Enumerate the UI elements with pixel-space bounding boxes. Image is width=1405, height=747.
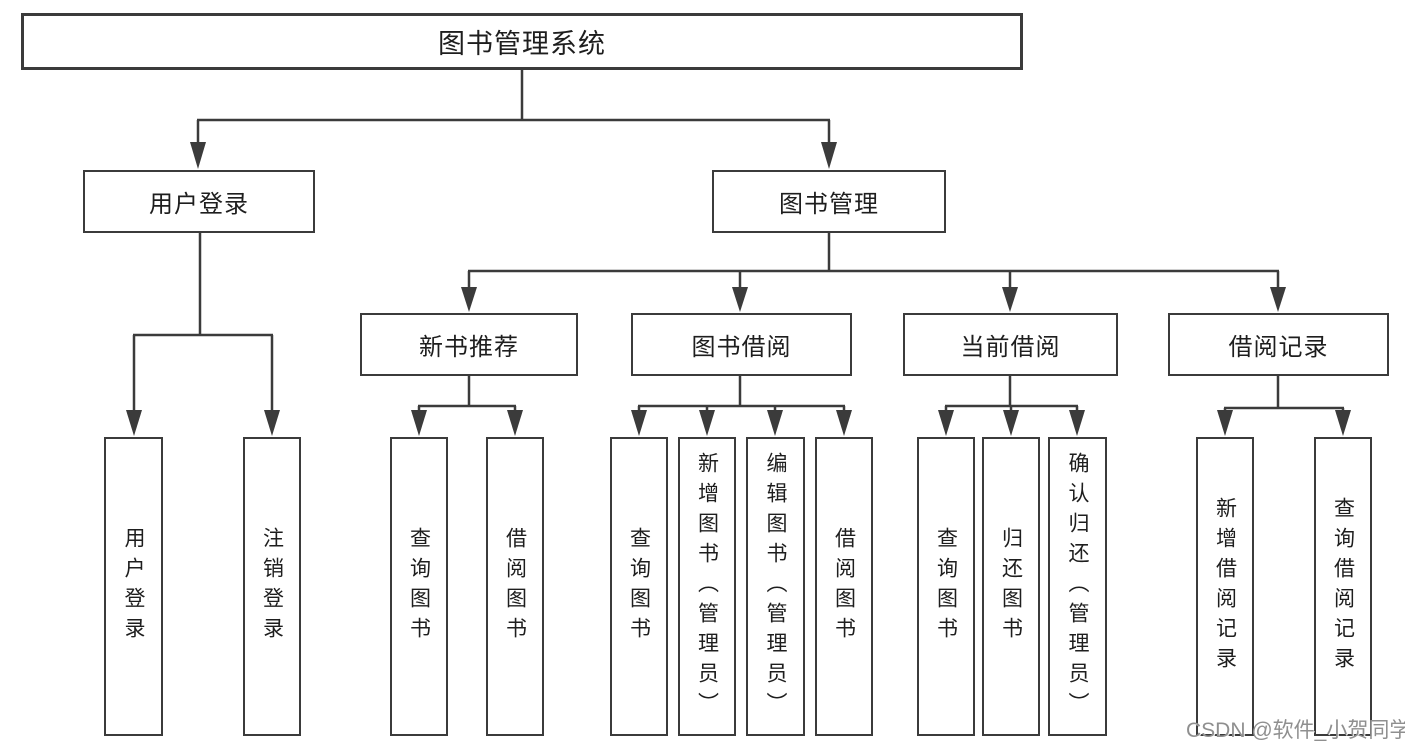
leaf-label: 借阅图书 [832,526,856,647]
node-book-borrowing-label: 图书借阅 [691,334,792,361]
leaf-label: 查询图书 [627,526,651,647]
leaf-label: 新增图书（管理员） [695,451,719,722]
edges-current-borrowing-subtree [938,376,1085,436]
arrowhead-icon [1002,287,1018,312]
arrowhead-icon [821,142,837,169]
arrowhead-icon [631,410,647,436]
node-borrow-records-label: 借阅记录 [1228,334,1329,361]
arrowhead-icon [1270,287,1286,312]
arrowhead-icon [732,287,748,312]
leaf-label: 用户登录 [122,526,146,647]
node-new-book-recommend-label: 新书推荐 [419,334,519,361]
node-book-borrowing: 图书借阅 [631,313,852,376]
leaf-query-books-recommend: 查询图书 [390,437,448,736]
node-root-label: 图书管理系统 [438,29,606,59]
leaf-label: 编辑图书（管理员） [764,451,788,722]
arrowhead-icon [1217,410,1233,436]
leaf-edit-books-admin: 编辑图书（管理员） [746,437,805,736]
leaf-confirm-return-admin: 确认归还（管理员） [1048,437,1107,736]
edges-book-borrowing-subtree [631,376,852,436]
arrowhead-icon [938,410,954,436]
csdn-watermark: CSDN @软件_小贺同学 [1186,719,1405,742]
edges-book-management-to-level3 [461,233,1286,312]
arrowhead-icon [264,410,280,436]
leaf-user-login: 用户登录 [104,437,163,736]
node-new-book-recommend: 新书推荐 [360,313,578,376]
leaf-label: 查询借阅记录 [1331,496,1355,677]
leaf-label: 注销登录 [260,526,284,647]
leaf-query-books-current: 查询图书 [917,437,975,736]
arrowhead-icon [1335,410,1351,436]
leaf-add-books-admin: 新增图书（管理员） [678,437,736,736]
node-book-management-label: 图书管理 [779,191,879,218]
arrowhead-icon [1003,410,1019,436]
node-borrow-records: 借阅记录 [1168,313,1389,376]
leaf-query-books-borrowing: 查询图书 [610,437,668,736]
node-root: 图书管理系统 [21,13,1023,70]
leaf-label: 新增借阅记录 [1213,496,1237,677]
node-user-login: 用户登录 [83,170,315,233]
edges-borrow-records-subtree [1217,376,1351,436]
leaf-return-books: 归还图书 [982,437,1040,736]
leaf-borrow-books-recommend: 借阅图书 [486,437,544,736]
arrowhead-icon [411,410,427,436]
leaf-borrow-books: 借阅图书 [815,437,873,736]
arrowhead-icon [190,142,206,169]
leaf-query-borrow-record: 查询借阅记录 [1314,437,1372,736]
arrowhead-icon [507,410,523,436]
arrowhead-icon [126,410,142,436]
leaf-label: 归还图书 [999,526,1023,647]
arrowhead-icon [699,410,715,436]
arrowhead-icon [836,410,852,436]
leaf-add-borrow-record: 新增借阅记录 [1196,437,1254,736]
edges-user-login-subtree [126,233,280,436]
node-user-login-label: 用户登录 [149,191,249,218]
node-current-borrowing-label: 当前借阅 [960,334,1061,361]
leaf-label: 查询图书 [407,526,431,647]
leaf-label: 借阅图书 [503,526,527,647]
leaf-label: 确认归还（管理员） [1066,451,1090,722]
node-current-borrowing: 当前借阅 [903,313,1118,376]
arrowhead-icon [461,287,477,312]
leaf-logout: 注销登录 [243,437,301,736]
node-book-management: 图书管理 [712,170,946,233]
edges-new-book-recommend-subtree [411,376,523,436]
leaf-label: 查询图书 [934,526,958,647]
arrowhead-icon [1069,410,1085,436]
edges-root-to-level2 [190,70,837,169]
arrowhead-icon [767,410,783,436]
